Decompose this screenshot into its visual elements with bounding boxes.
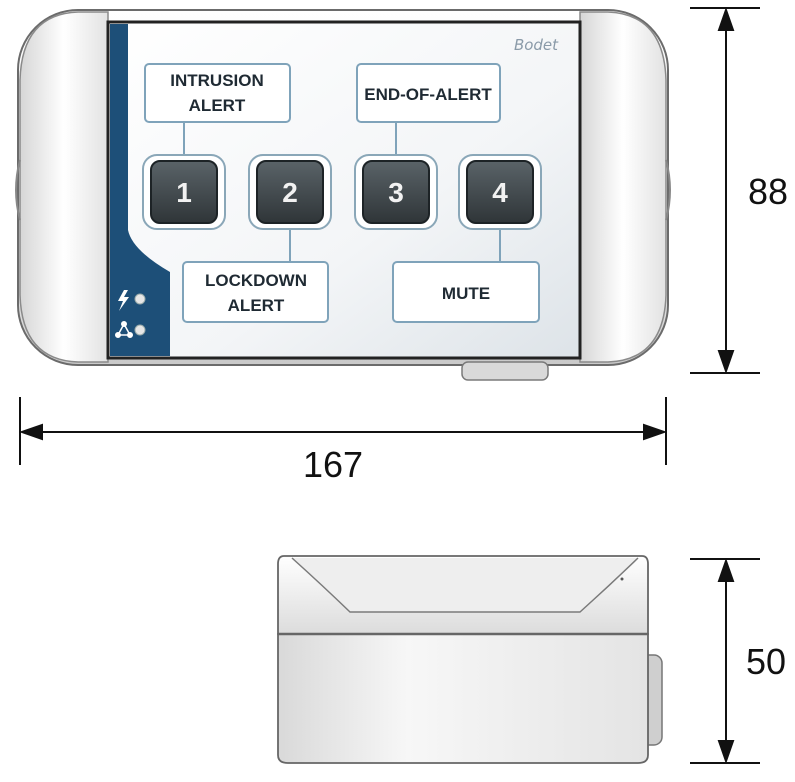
key-4[interactable]: 4 [458, 154, 542, 230]
depth-dimension [690, 557, 760, 765]
intrusion-alert-line2: ALERT [189, 96, 246, 115]
end-of-alert-box: END-OF-ALERT [356, 63, 501, 123]
key-1[interactable]: 1 [142, 154, 226, 230]
depth-value: 50 [746, 641, 786, 682]
end-of-alert-label: END-OF-ALERT [364, 85, 492, 104]
key-4-label: 4 [492, 177, 508, 208]
network-led [134, 324, 146, 336]
front-view: Bodet INTRUSION [15, 9, 671, 381]
left-end-cap [19, 11, 109, 363]
lockdown-alert-line1: LOCKDOWN [205, 271, 307, 290]
key-3-label: 3 [388, 177, 404, 208]
height-value: 88 [748, 171, 788, 212]
connector-lines [183, 122, 501, 262]
power-bolt-icon [118, 290, 129, 311]
brand-logo: Bodet [514, 36, 559, 54]
bottom-foot [461, 361, 549, 381]
side-body [277, 633, 649, 764]
depth-arrow-bottom [717, 740, 735, 765]
key-3[interactable]: 3 [354, 154, 438, 230]
left-notch [15, 159, 21, 221]
right-notch [665, 159, 671, 221]
width-arrow-right [643, 423, 668, 441]
side-dot [620, 577, 624, 581]
height-arrow-bottom [717, 350, 735, 375]
side-screen-bevel [291, 557, 639, 613]
key-2[interactable]: 2 [248, 154, 332, 230]
side-view [277, 555, 663, 764]
key-1-label: 1 [176, 177, 192, 208]
blue-side-strip [110, 24, 170, 356]
height-dimension [690, 6, 760, 375]
lockdown-alert-line2: ALERT [228, 296, 285, 315]
intrusion-alert-box: INTRUSION ALERT [144, 63, 291, 123]
right-end-cap [579, 11, 667, 363]
power-led [134, 293, 146, 305]
width-dimension [18, 397, 668, 465]
network-icon [115, 321, 133, 338]
key-2-label: 2 [282, 177, 298, 208]
mute-label: MUTE [442, 284, 490, 303]
width-arrow-left [18, 423, 43, 441]
intrusion-alert-line1: INTRUSION [170, 71, 264, 90]
power-indicator [118, 290, 146, 311]
network-indicator [115, 321, 146, 338]
depth-arrow-top [717, 557, 735, 582]
width-value: 167 [303, 444, 363, 485]
lockdown-alert-box: LOCKDOWN ALERT [182, 261, 329, 323]
height-arrow-top [717, 6, 735, 31]
mute-box: MUTE [392, 261, 540, 323]
